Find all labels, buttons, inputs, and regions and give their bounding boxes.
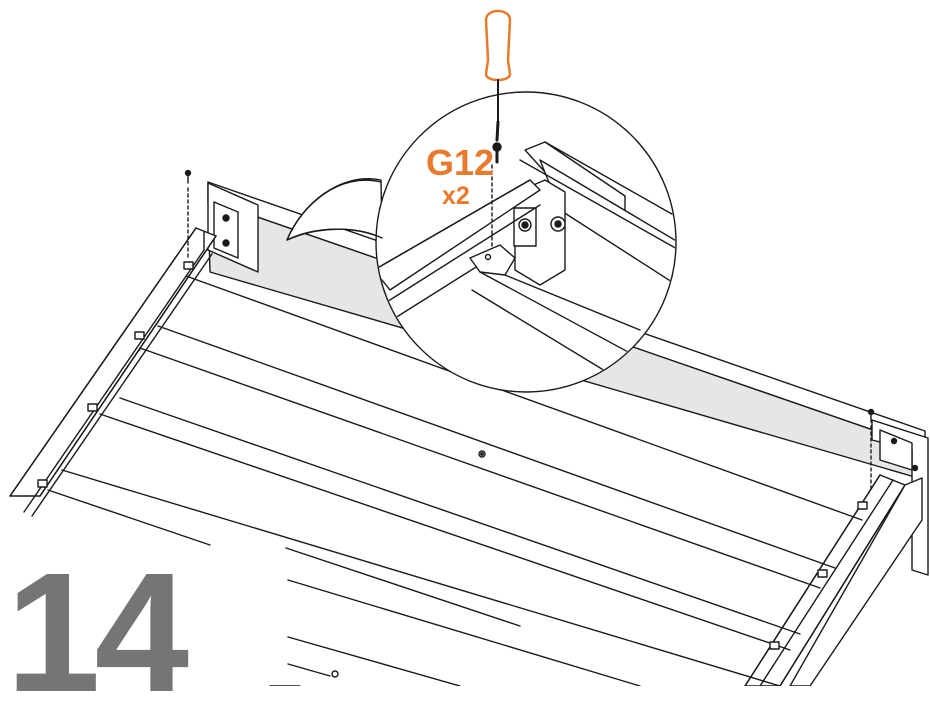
bed-slats [47, 275, 863, 686]
left-side-rail [9, 227, 217, 517]
part-quantity-label: x2 [442, 182, 470, 210]
screwdriver-icon [484, 9, 512, 249]
left-corner-bracket [207, 182, 259, 273]
screw-icon [867, 408, 875, 491]
step-number: 14 [6, 538, 189, 728]
right-corner-bracket [871, 419, 929, 576]
right-side-rail [744, 474, 923, 686]
assembly-diagram [9, 9, 929, 686]
screw-icon [184, 169, 192, 261]
magnified-detail-callout [286, 91, 677, 393]
slat-fixing-points [37, 261, 868, 678]
part-code-label: G12 [426, 142, 495, 183]
